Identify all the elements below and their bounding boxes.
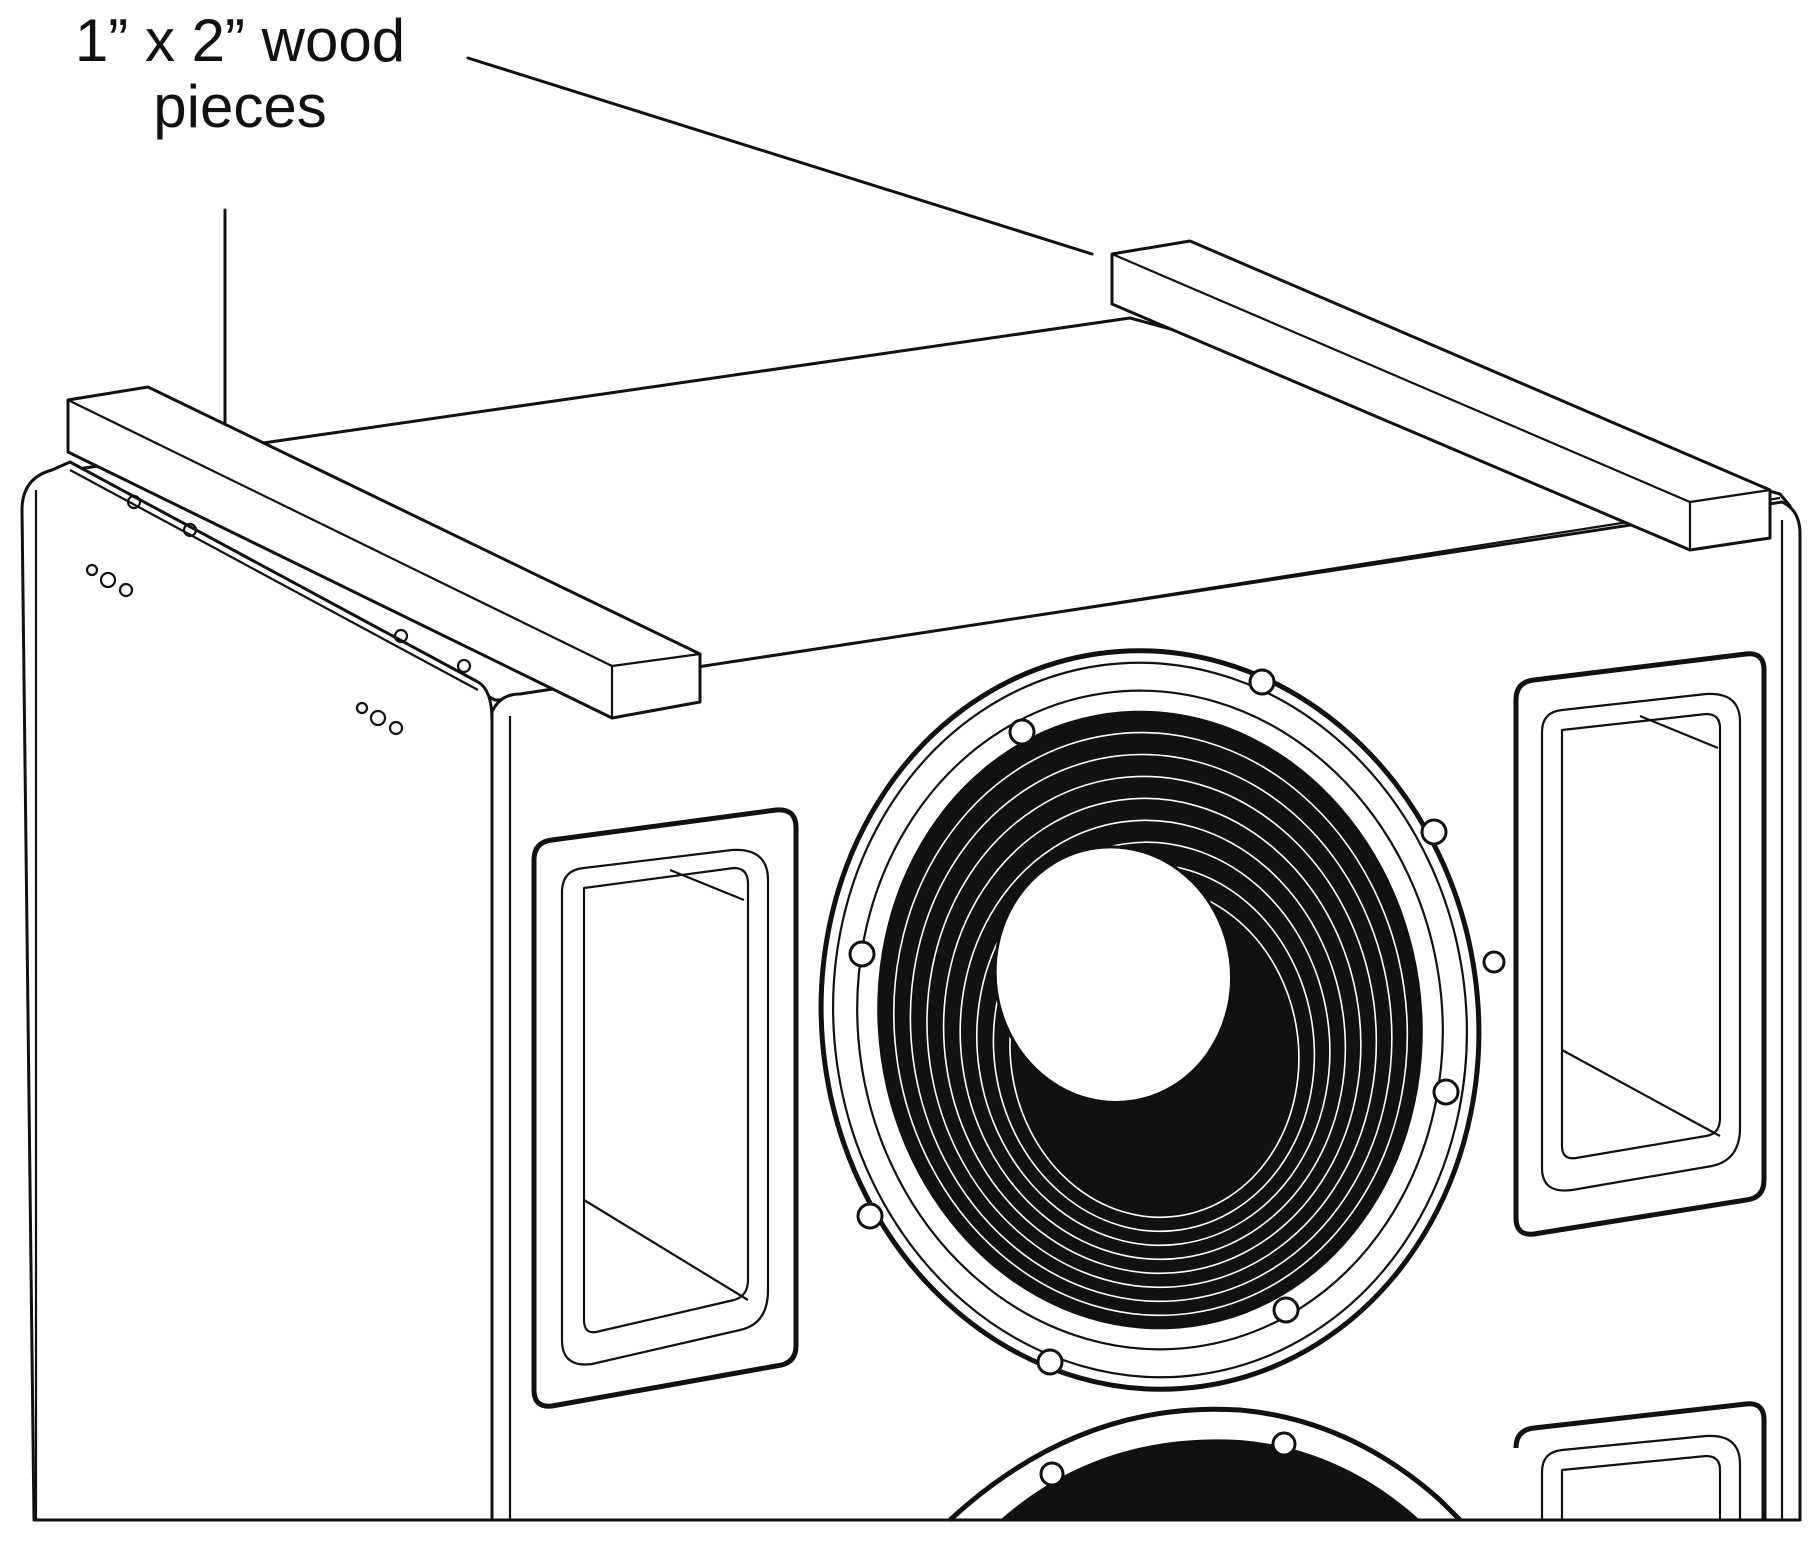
callout-line-1: 1” x 2” wood xyxy=(74,7,406,74)
callout-label: 1” x 2” wood pieces xyxy=(30,8,450,140)
rigging-point-icon xyxy=(85,494,472,736)
leader-line-right xyxy=(466,56,1094,256)
woofer-upper xyxy=(818,648,1482,1392)
woofer-screw-icon xyxy=(848,668,1506,1376)
wood-piece-right xyxy=(1110,239,1772,552)
handle-port-lower-right xyxy=(1513,1401,1767,1520)
handle-port-right xyxy=(1513,651,1767,1237)
callout-line-2: pieces xyxy=(153,73,327,140)
woofer-lower xyxy=(948,1406,1462,1522)
wood-piece-left xyxy=(66,385,702,720)
handle-port-left xyxy=(531,807,799,1409)
